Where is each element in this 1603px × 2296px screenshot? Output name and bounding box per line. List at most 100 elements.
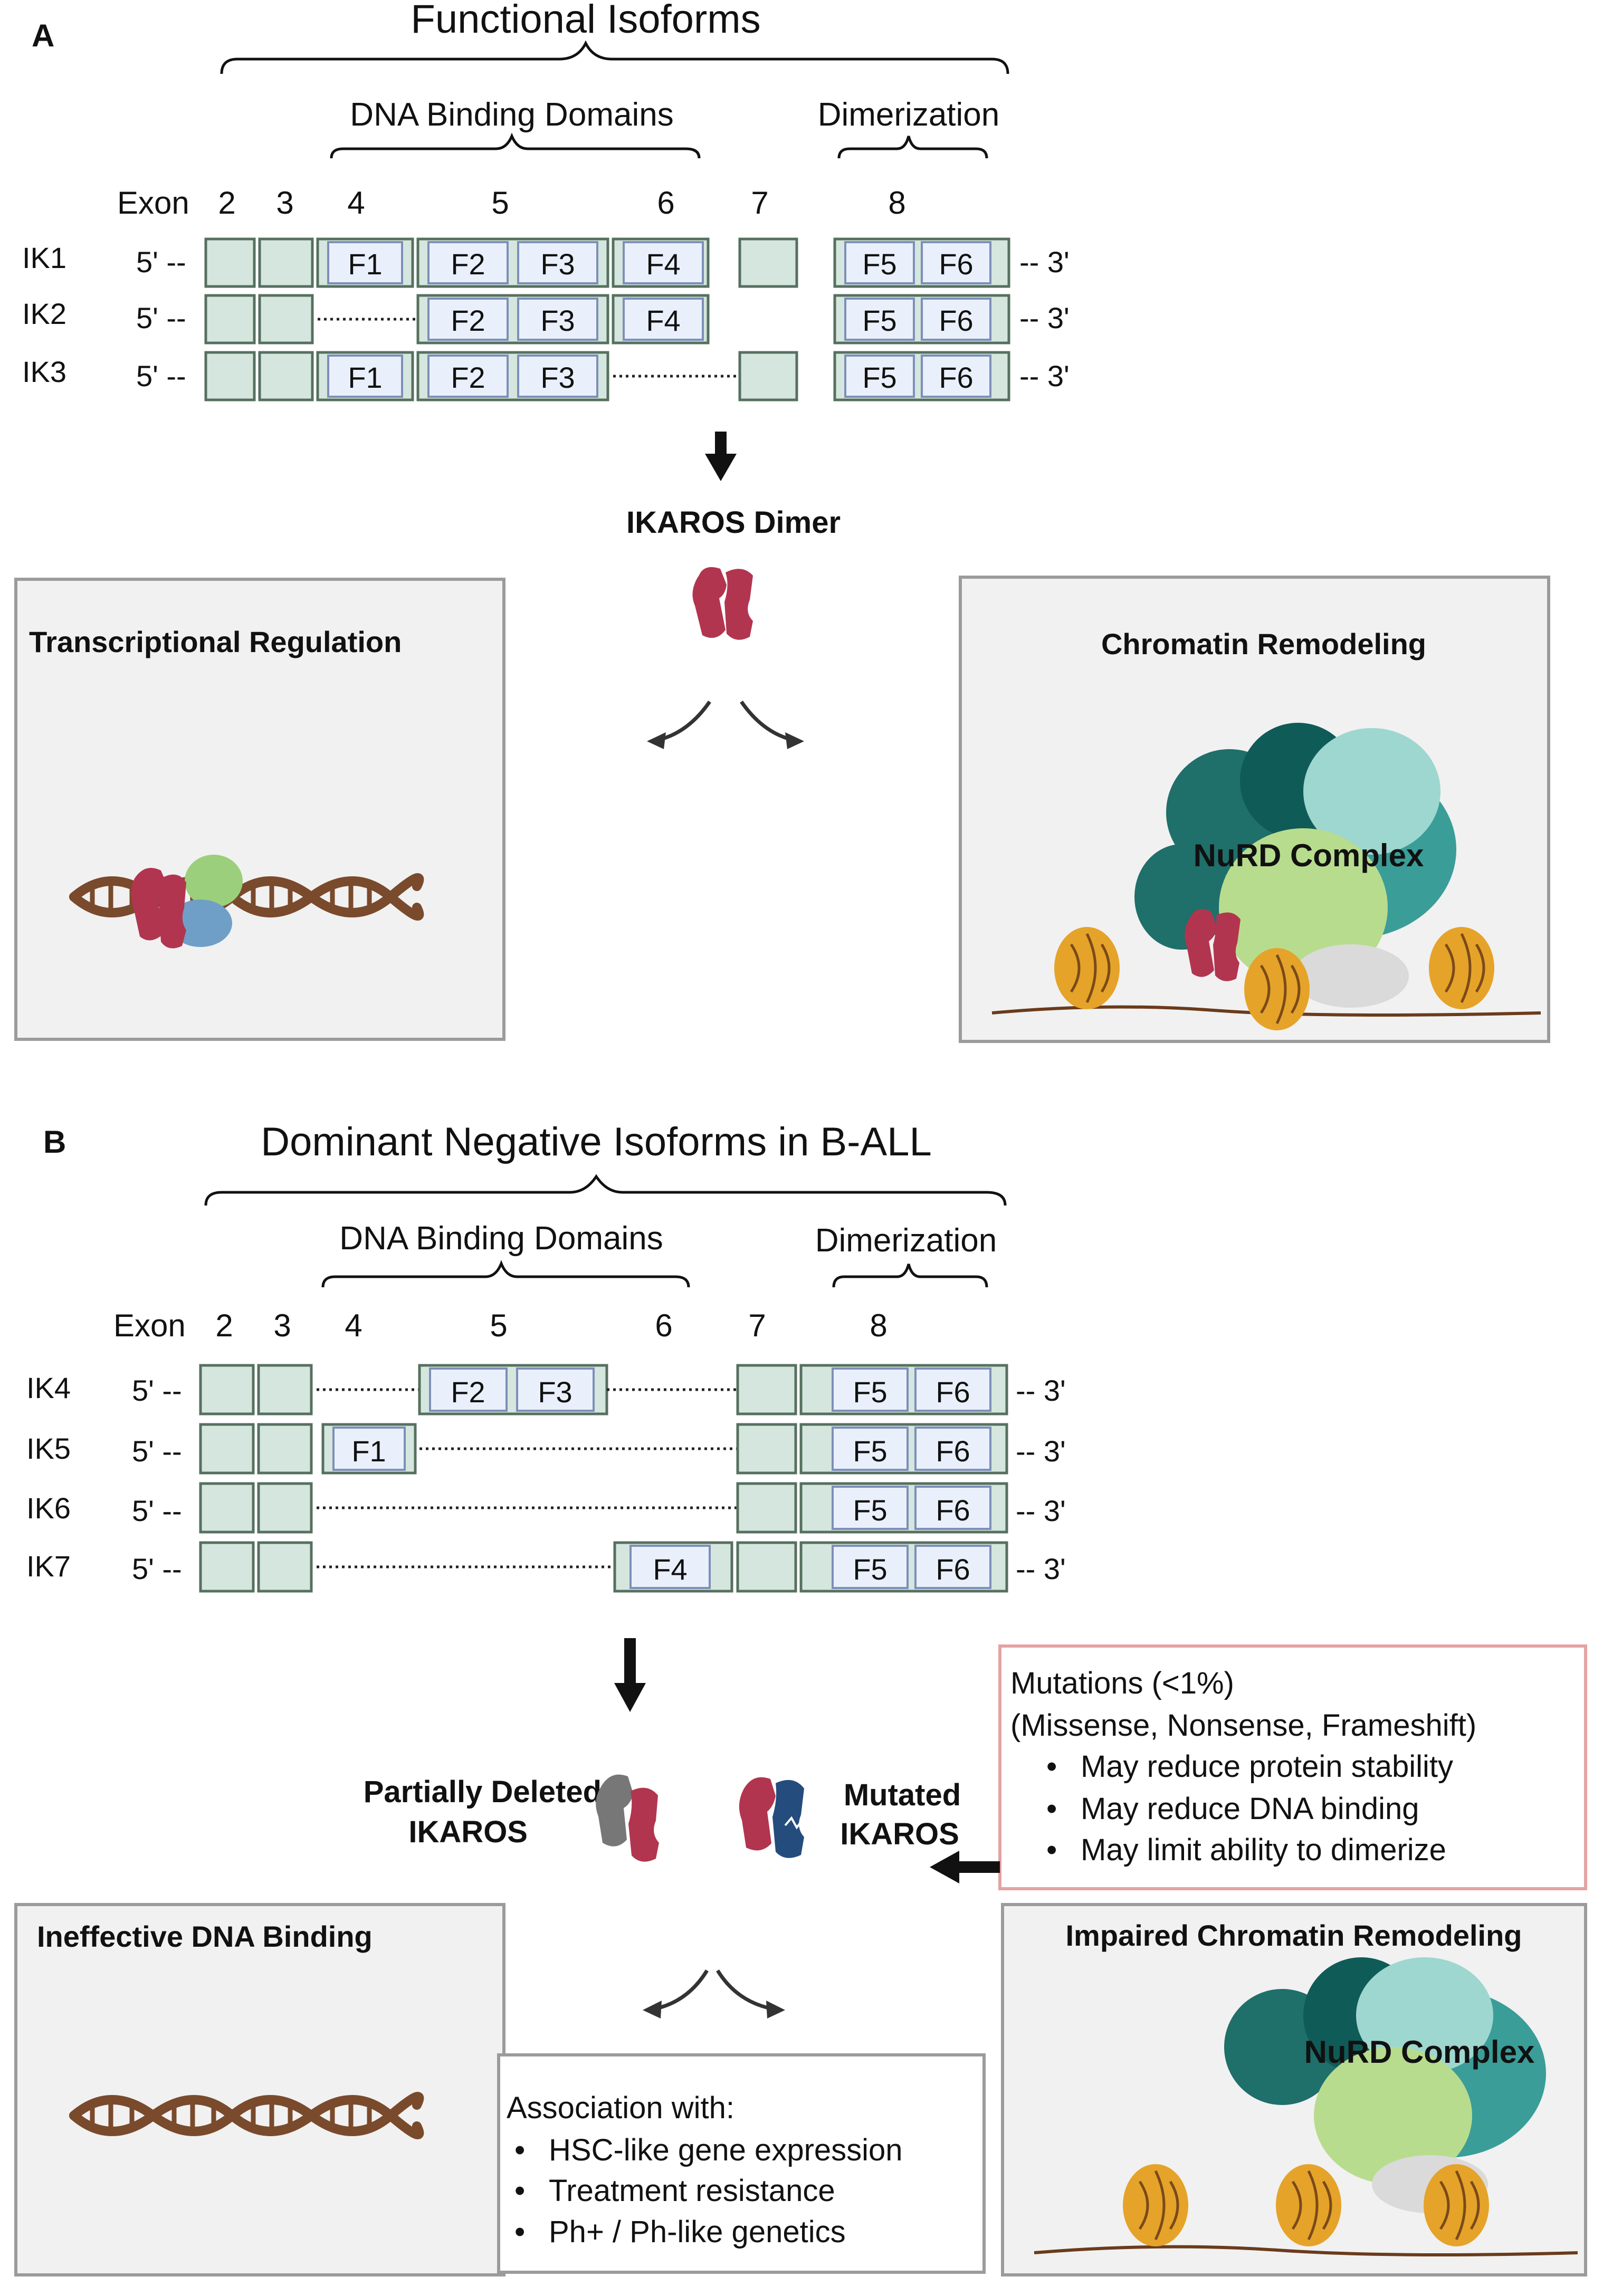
dna-binding-brace-a (330, 132, 701, 159)
isoform-name: IK4 (26, 1371, 71, 1404)
isoform-name: IK1 (22, 241, 66, 274)
association-box (497, 2053, 986, 2274)
arrowhead-icon (643, 2001, 662, 2018)
panel-b-letter: B (43, 1124, 66, 1160)
bullet-icon: • (514, 2174, 525, 2208)
exon-7-block (738, 351, 798, 401)
nurd-complex-label: NuRD Complex (1194, 838, 1424, 873)
isoform-row-ik7: IK7 5' -- F4 F5 F6 -- 3' (26, 1541, 1066, 1593)
isoform-name: IK7 (26, 1549, 71, 1583)
association-title: Association with: (507, 2091, 734, 2125)
isoform-name: IK3 (22, 355, 66, 388)
zinc-finger-label: F6 (936, 1553, 970, 1586)
exon-2-block (199, 1541, 255, 1593)
zinc-finger-box (427, 241, 509, 284)
zinc-finger-label: F5 (853, 1375, 887, 1409)
panel-a-title: Functional Isoforms (411, 0, 760, 42)
isoform-row-ik4: IK4 5' -- F2 F3 F5 F6 -- 3' (26, 1364, 1066, 1415)
exon-2-block (199, 1482, 255, 1534)
transcriptional-regulation-box (14, 578, 505, 1041)
zinc-finger-label: F2 (451, 304, 485, 337)
chromatin-remodeling-title: Chromatin Remodeling (1101, 627, 1426, 661)
dna-binding-label-a: DNA Binding Domains (350, 97, 673, 133)
zinc-finger-label: F1 (348, 247, 382, 281)
ineffective-dna-binding-title: Ineffective DNA Binding (37, 1920, 373, 1953)
zinc-finger-box (623, 241, 704, 284)
exon-3-block (258, 351, 314, 401)
exon-number: 3 (273, 1308, 291, 1343)
zinc-finger-box (517, 298, 598, 341)
dimerization-brace-a (837, 136, 988, 159)
exon-number: 6 (655, 1308, 672, 1343)
mutations-line-1: Mutations (<1%) (1010, 1666, 1234, 1700)
exon-number: 5 (491, 185, 509, 221)
zinc-finger-label: F6 (939, 247, 973, 281)
exon-2-block (204, 237, 256, 288)
isoform-row-ik2: IK2 5' -- F2 F3 F4 F5 F6 -- 3' (22, 294, 1070, 345)
three-prime-label: -- 3' (1016, 1552, 1066, 1585)
mutations-bullet: May reduce DNA binding (1081, 1792, 1419, 1826)
association-bullet: Ph+ / Ph-like genetics (549, 2215, 846, 2249)
zinc-finger-box (914, 1545, 991, 1589)
zinc-finger-box (921, 355, 991, 398)
dna-helix-icon (69, 2092, 424, 2139)
exon-3-block (257, 1364, 313, 1415)
isoform-name: IK6 (26, 1491, 71, 1525)
zinc-finger-label: F6 (939, 361, 973, 394)
dimerization-brace-b (832, 1264, 988, 1288)
exon-number: 3 (276, 185, 293, 221)
zinc-finger-box (844, 241, 915, 284)
bullet-icon: • (514, 2215, 525, 2249)
functional-isoforms-brace (220, 40, 1009, 74)
zinc-finger-box (516, 1367, 595, 1412)
zinc-finger-label: F6 (936, 1494, 970, 1527)
arrowhead-icon (766, 2001, 785, 2018)
zinc-finger-label: F2 (451, 361, 485, 394)
isoform-row-ik6: IK6 5' -- F5 F6 -- 3' (26, 1482, 1066, 1534)
zinc-finger-box (844, 355, 915, 398)
zinc-finger-box (832, 1427, 909, 1471)
panel-b-title: Dominant Negative Isoforms in B-ALL (261, 1120, 931, 1164)
dominant-negative-brace (204, 1174, 1007, 1206)
zinc-finger-box (327, 241, 403, 284)
five-prime-label: 5' -- (132, 1494, 182, 1527)
zinc-finger-label: F3 (540, 304, 575, 337)
zinc-finger-label: F5 (862, 361, 896, 394)
exon-7-block (736, 1482, 797, 1534)
zinc-finger-box (921, 241, 991, 284)
three-prime-label: -- 3' (1019, 301, 1070, 334)
arrowhead-icon (785, 732, 804, 749)
zinc-finger-label: F5 (862, 304, 896, 337)
left-arrow-icon (930, 1851, 1000, 1883)
exon-2-block (204, 294, 256, 345)
isoform-row-ik3: IK3 5' -- F1 F2 F3 F5 F6 -- 3' (22, 351, 1070, 401)
five-prime-label: 5' -- (132, 1434, 182, 1468)
zinc-finger-label: F2 (451, 247, 485, 281)
exon-2-block (199, 1423, 255, 1475)
five-prime-label: 5' -- (132, 1552, 182, 1585)
five-prime-label: 5' -- (136, 245, 186, 279)
zinc-finger-box (427, 298, 509, 341)
exon-number: 6 (657, 185, 674, 221)
zinc-finger-box (517, 241, 598, 284)
zinc-finger-box (914, 1486, 991, 1530)
bullet-icon: • (1046, 1749, 1057, 1784)
zinc-finger-box (623, 298, 704, 341)
nurd-complex-icon (1034, 1957, 1578, 2256)
mutations-box (998, 1644, 1587, 1890)
down-arrow-icon (614, 1638, 646, 1712)
exon-3-block (258, 237, 314, 288)
mutated-label-line1: Mutated (844, 1778, 961, 1812)
zinc-finger-label: F6 (936, 1434, 970, 1468)
exon-7-block (738, 237, 798, 288)
arrowhead-icon (647, 732, 666, 749)
five-prime-label: 5' -- (136, 301, 186, 334)
zinc-finger-box (517, 355, 598, 398)
exon-3-block (258, 294, 314, 345)
association-bullet: HSC-like gene expression (549, 2133, 903, 2167)
zinc-finger-label: F5 (853, 1434, 887, 1468)
zinc-finger-box (332, 1427, 406, 1471)
exon-3-block (257, 1541, 313, 1593)
exon-number: 2 (215, 1308, 233, 1343)
dimerization-label-b: Dimerization (815, 1222, 997, 1259)
